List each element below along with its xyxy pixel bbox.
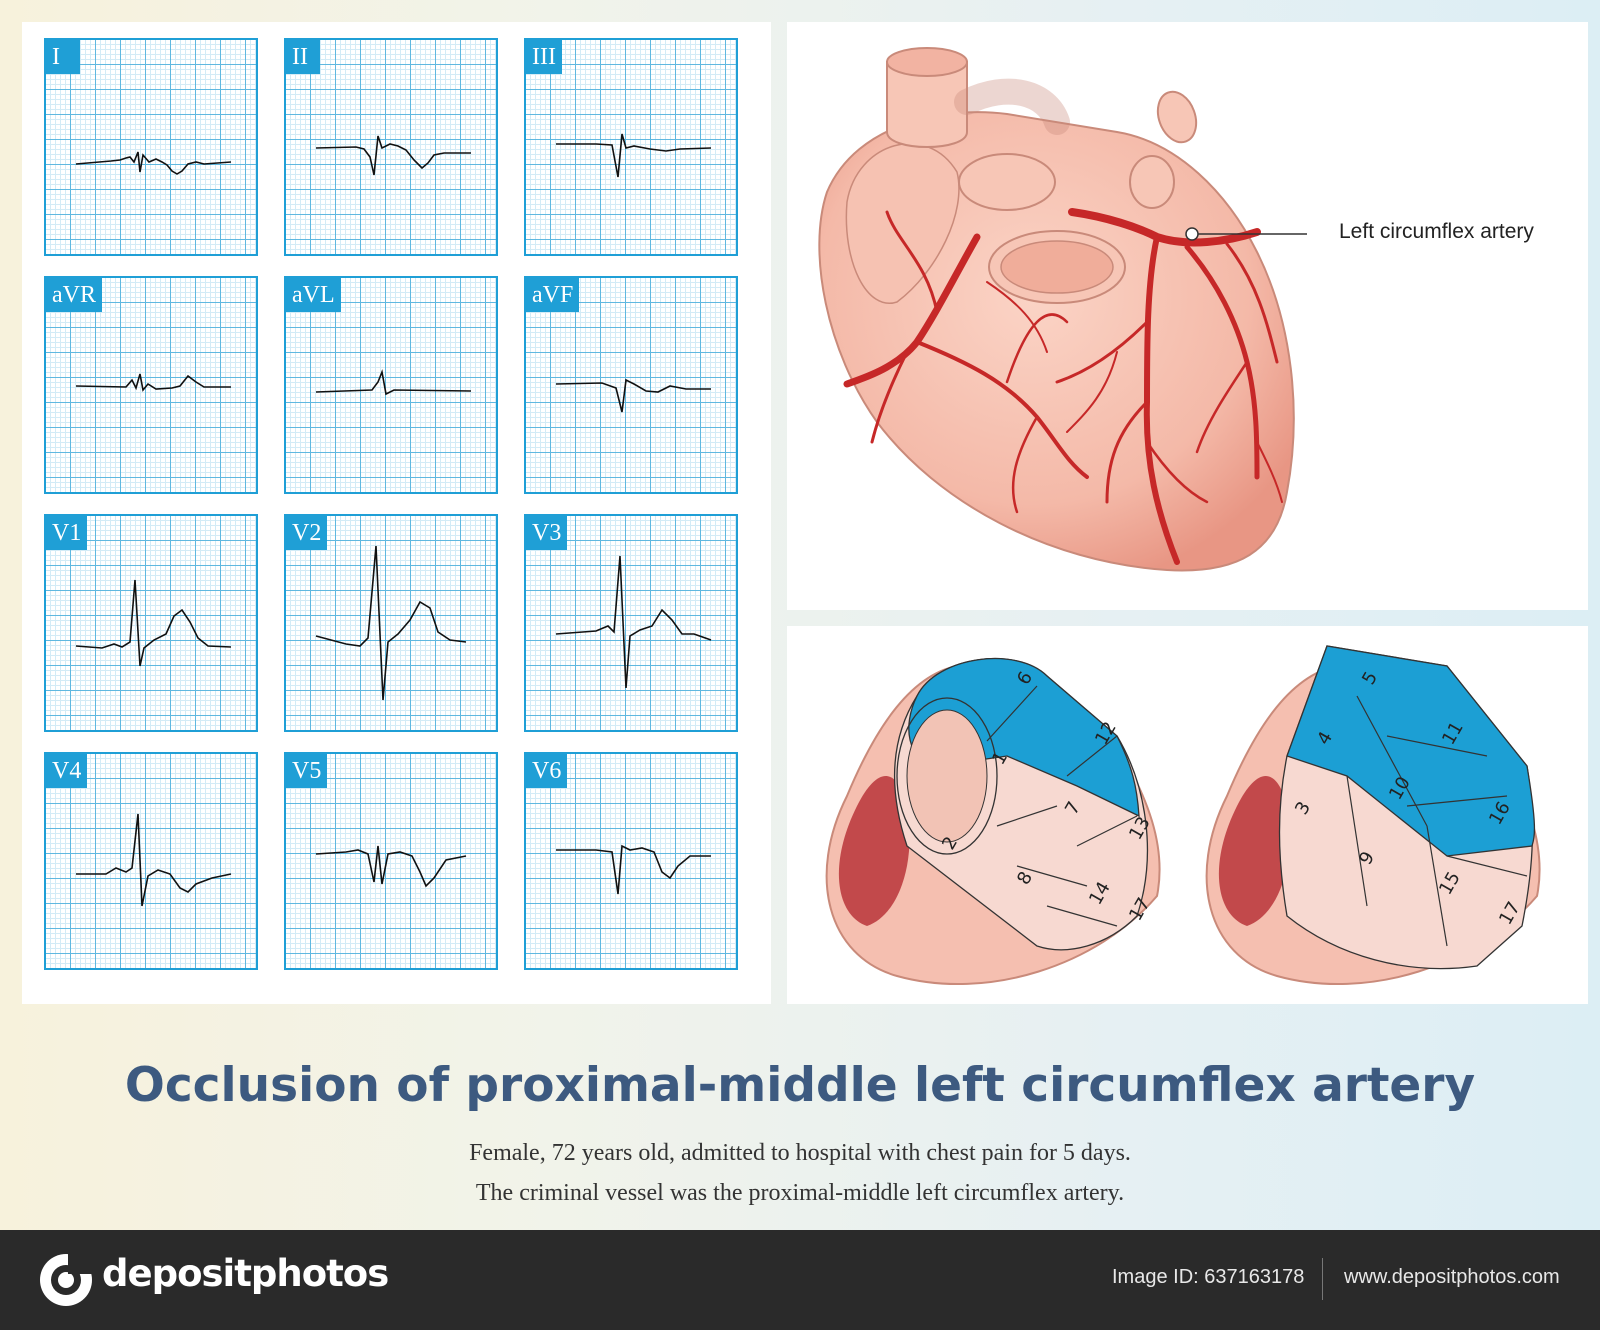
segment-model-right bbox=[1205, 645, 1541, 986]
aorta bbox=[886, 61, 968, 148]
ecg-lead-II: II bbox=[284, 38, 498, 256]
lead-label: V1 bbox=[46, 516, 88, 550]
subtitle-line-1: Female, 72 years old, admitted to hospit… bbox=[469, 1140, 1131, 1166]
page-title: Occlusion of proximal-middle left circum… bbox=[124, 1058, 1476, 1113]
lead-label: aVL bbox=[286, 278, 341, 312]
ecg-trace-aVL bbox=[315, 369, 472, 396]
segment-models: 6 12 1 7 13 2 8 14 17 5 4 11 10 16 3 9 1… bbox=[825, 645, 1541, 986]
lead-label: V3 bbox=[526, 516, 568, 550]
lead-label: I bbox=[46, 40, 80, 74]
image-id: Image ID: 637163178 bbox=[1112, 1266, 1305, 1288]
depositphotos-logo-icon bbox=[40, 1252, 94, 1306]
ecg-trace-V3 bbox=[555, 555, 712, 689]
ecg-lead-V2: V2 bbox=[284, 514, 498, 732]
subtitle-line-2: The criminal vessel was the proximal-mid… bbox=[475, 1180, 1125, 1206]
ecg-lead-V6: V6 bbox=[524, 752, 738, 970]
lead-label: V4 bbox=[46, 754, 88, 788]
ecg-lead-V5: V5 bbox=[284, 752, 498, 970]
ecg-lead-III: III bbox=[524, 38, 738, 256]
pulmonary-trunk bbox=[958, 153, 1056, 211]
ecg-panel: I II III aVR aVL aVF V1 V2 V3 V4 V5 bbox=[22, 22, 771, 1004]
lead-label: aVF bbox=[526, 278, 580, 312]
lead-label: V5 bbox=[286, 754, 328, 788]
ecg-trace-V5 bbox=[315, 845, 467, 888]
ecg-lead-V1: V1 bbox=[44, 514, 258, 732]
right-atrium bbox=[845, 143, 960, 305]
ecg-trace-III bbox=[556, 133, 712, 178]
segment-model-left bbox=[825, 657, 1161, 986]
callout-dot bbox=[1185, 227, 1199, 241]
ecg-lead-aVF: aVF bbox=[524, 276, 738, 494]
lead-label: V6 bbox=[526, 754, 568, 788]
ecg-lead-aVL: aVL bbox=[284, 276, 498, 494]
site-url-link[interactable]: www.depositphotos.com bbox=[1344, 1266, 1560, 1288]
lead-label: aVR bbox=[46, 278, 102, 312]
ecg-trace-aVF bbox=[555, 378, 711, 413]
heart-annotation: Left circumflex artery bbox=[1339, 220, 1534, 243]
ecg-trace-I bbox=[75, 151, 232, 175]
ecg-trace-aVR bbox=[75, 373, 231, 392]
segments-panel: 6 12 1 7 13 2 8 14 17 5 4 11 10 16 3 9 1… bbox=[787, 626, 1588, 1004]
footer-bar: depositphotos Image ID: 637163178 www.de… bbox=[0, 1230, 1600, 1330]
heart-illustration-panel: Left circumflex artery bbox=[787, 22, 1588, 610]
ecg-trace-V4 bbox=[76, 813, 232, 907]
lead-label: V2 bbox=[286, 516, 328, 550]
pulmonary-vein-2 bbox=[1129, 155, 1175, 209]
ecg-trace-II bbox=[315, 135, 471, 176]
ecg-trace-V1 bbox=[75, 579, 232, 667]
ecg-lead-V3: V3 bbox=[524, 514, 738, 732]
ecg-trace-V6 bbox=[556, 844, 711, 895]
ecg-lead-I: I bbox=[44, 38, 258, 256]
lead-label: II bbox=[286, 40, 320, 74]
pulmonary-vein bbox=[1156, 90, 1198, 144]
ecg-trace-V2 bbox=[315, 545, 467, 701]
ecg-lead-V4: V4 bbox=[44, 752, 258, 970]
footer-divider bbox=[1322, 1258, 1323, 1300]
brand-name: depositphotos bbox=[102, 1252, 389, 1295]
ecg-lead-aVR: aVR bbox=[44, 276, 258, 494]
heart-illustration bbox=[818, 47, 1307, 572]
coronary-arteries bbox=[843, 208, 1283, 565]
aorta-opening bbox=[886, 47, 968, 77]
lead-label: III bbox=[526, 40, 562, 74]
